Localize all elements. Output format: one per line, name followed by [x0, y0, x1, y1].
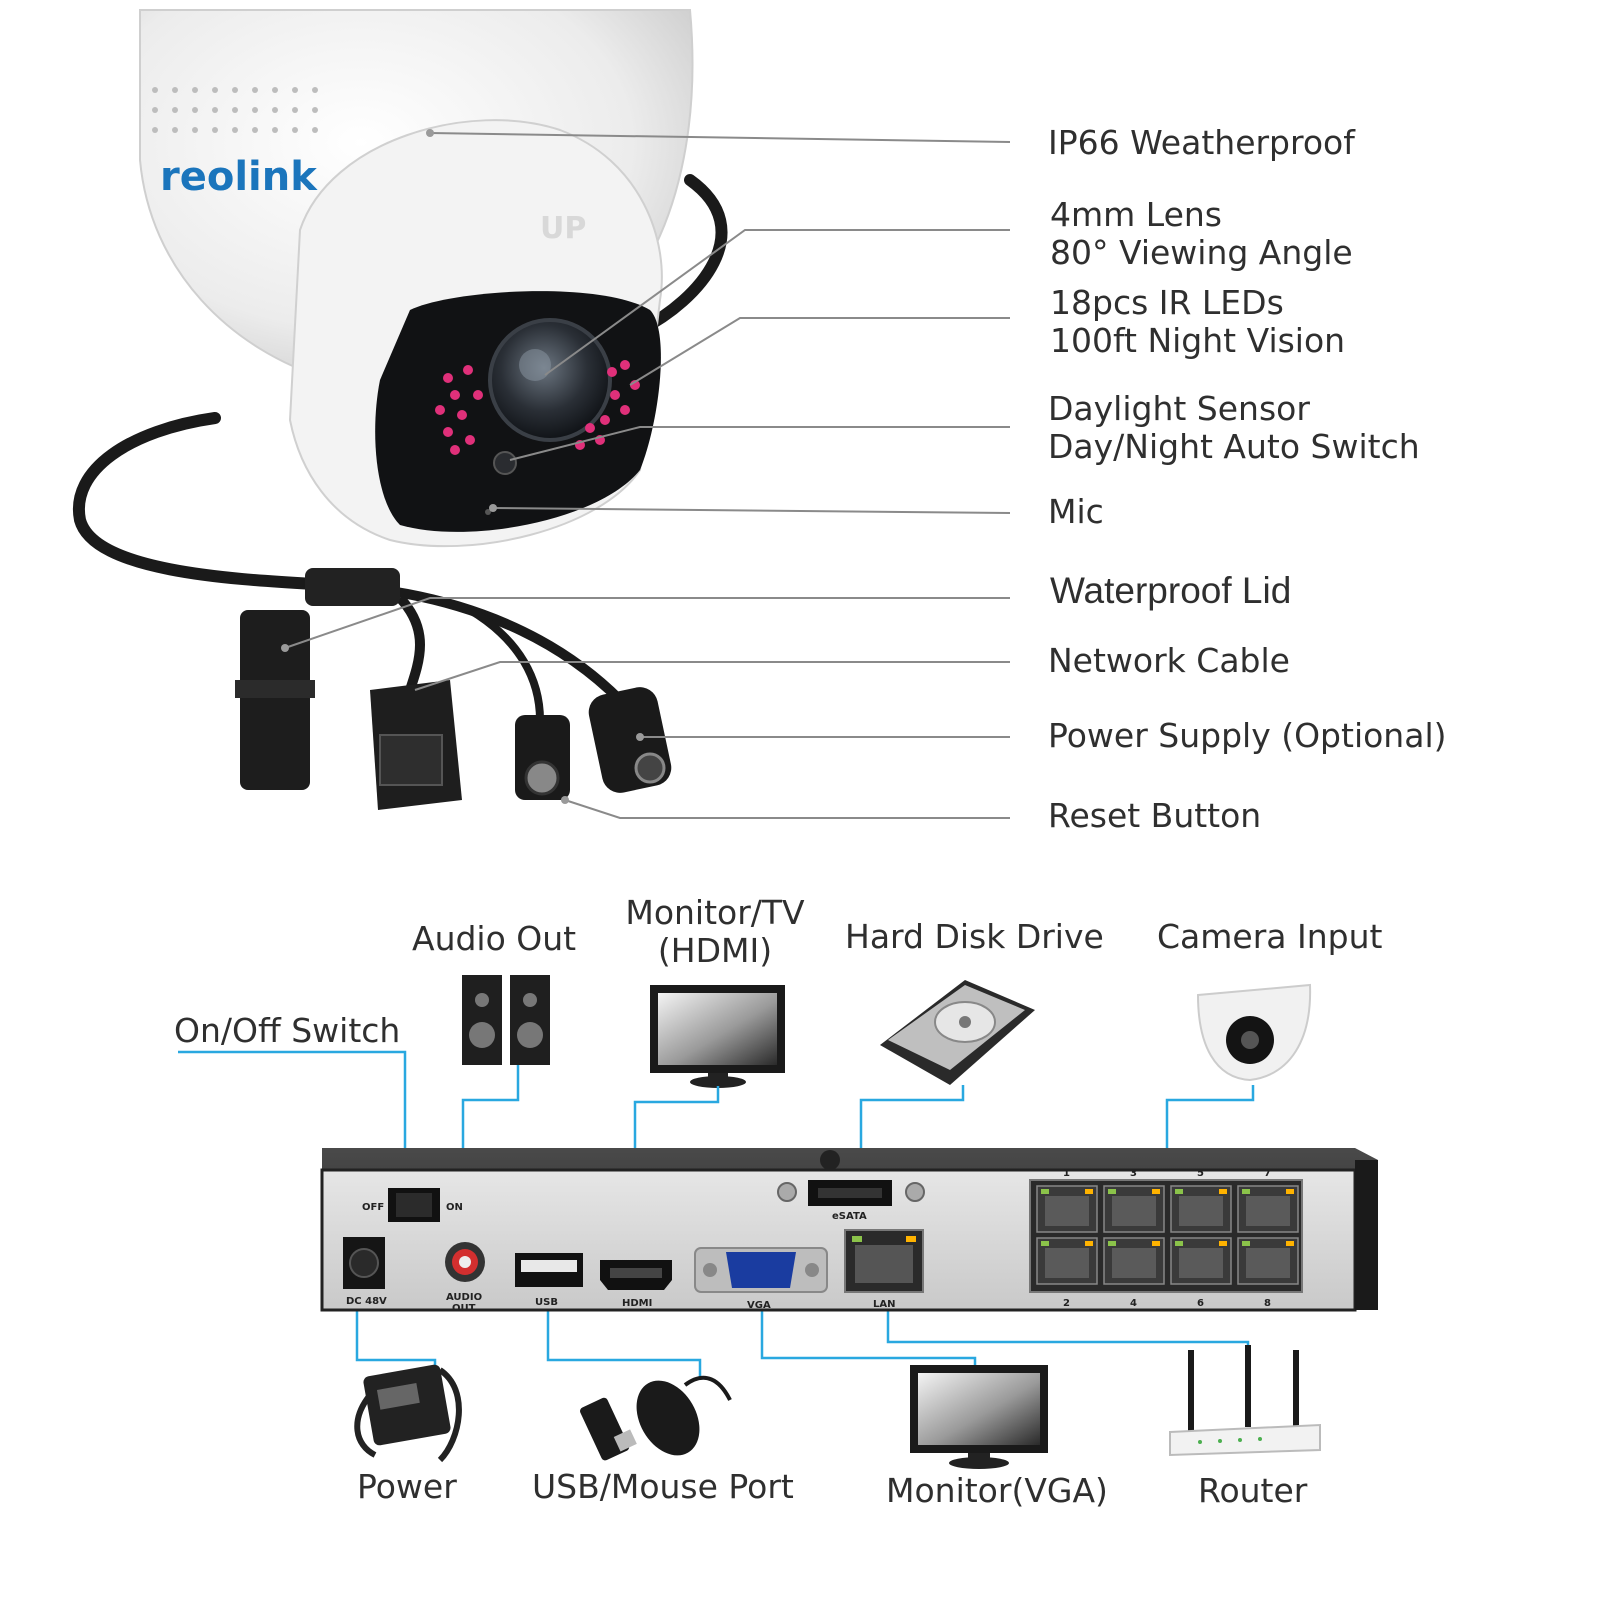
usb-mouse-icon — [580, 1375, 732, 1461]
camera-illustration: reolink UP — [72, 9, 1011, 819]
port-label-usb: USB — [535, 1297, 558, 1308]
poe-number-top: 5 — [1197, 1168, 1204, 1179]
callout-lines — [284, 132, 1011, 819]
port-label-audio: AUDIO — [446, 1292, 482, 1303]
power-switch: OFF ON — [362, 1188, 463, 1222]
camera-input-icon — [1196, 983, 1312, 1082]
brand-logo: reolink — [160, 154, 318, 200]
port-label-vga: VGA — [747, 1300, 771, 1311]
callout-power-supply: Power Supply (Optional) — [1048, 716, 1447, 755]
callout-reset-button: Reset Button — [1048, 796, 1262, 835]
label-router: Router — [1198, 1471, 1308, 1510]
power-adapter-icon — [354, 1364, 462, 1463]
callout-daylight-sensor: Daylight Sensor Day/Night Auto Switch — [1048, 389, 1420, 466]
cable-loop — [72, 174, 728, 591]
audio-out-jack: AUDIO OUT — [445, 1242, 485, 1314]
router-icon — [1169, 1345, 1321, 1457]
poe-number-bottom: 8 — [1264, 1298, 1271, 1309]
label-camera-input: Camera Input — [1157, 917, 1383, 956]
poe-number-top: 1 — [1063, 1168, 1070, 1179]
nvr-diagram: OFF ON DC 48V AUDIO OUT USB HDMI — [178, 975, 1378, 1469]
label-hard-disk-drive: Hard Disk Drive — [845, 917, 1104, 956]
esata-port: eSATA — [777, 1150, 925, 1222]
usb-port: USB — [515, 1253, 583, 1308]
poe-port — [1170, 1185, 1232, 1233]
port-label-hdmi: HDMI — [622, 1298, 652, 1309]
poe-number-top: 7 — [1264, 1168, 1271, 1179]
callout-ir-leds: 18pcs IR LEDs 100ft Night Vision — [1050, 283, 1346, 360]
label-monitor-hdmi: Monitor/TV (HDMI) — [625, 893, 805, 970]
hdmi-port: HDMI — [600, 1260, 672, 1309]
label-audio-out: Audio Out — [412, 919, 577, 958]
monitor-vga-icon — [910, 1365, 1048, 1469]
poe-port — [1237, 1237, 1299, 1285]
port-label-on: ON — [446, 1202, 463, 1213]
dc-connector — [588, 687, 672, 793]
callout-ip66: IP66 Weatherproof — [1048, 123, 1355, 162]
camera-lens — [488, 318, 612, 442]
poe-number-bottom: 2 — [1063, 1298, 1070, 1309]
poe-port-block: 1 2 3 4 5 6 7 8 — [1029, 1168, 1303, 1309]
label-monitor-vga: Monitor(VGA) — [886, 1471, 1108, 1510]
poe-port — [1103, 1185, 1165, 1233]
poe-port — [1036, 1185, 1098, 1233]
label-power: Power — [357, 1467, 457, 1506]
callout-mic: Mic — [1048, 492, 1104, 531]
label-usb-mouse-port: USB/Mouse Port — [532, 1467, 794, 1506]
callout-lens: 4mm Lens 80° Viewing Angle — [1050, 195, 1353, 272]
label-on-off-switch: On/Off Switch — [174, 1011, 401, 1050]
callout-waterproof-lid: Waterproof Lid — [1050, 570, 1292, 611]
monitor-hdmi-icon — [650, 985, 785, 1088]
hard-disk-icon — [880, 980, 1035, 1085]
ir-leds — [435, 360, 640, 455]
vga-port: VGA — [694, 1247, 828, 1311]
poe-number-bottom: 6 — [1197, 1298, 1204, 1309]
daylight-sensor — [493, 451, 517, 475]
poe-number-top: 3 — [1130, 1168, 1137, 1179]
cable-connectors — [235, 568, 672, 810]
waterproof-lid — [240, 610, 310, 790]
port-label-out: OUT — [452, 1303, 476, 1314]
vent-holes — [152, 87, 318, 133]
lan-port: LAN — [844, 1229, 924, 1310]
mic-hole — [485, 509, 491, 515]
speakers-icon — [462, 975, 550, 1065]
callout-network-cable: Network Cable — [1048, 641, 1290, 680]
dc-jack: DC 48V — [343, 1237, 387, 1307]
callout-dots — [281, 129, 644, 804]
port-label-esata: eSATA — [832, 1211, 867, 1222]
poe-port — [1170, 1237, 1232, 1285]
port-label-off: OFF — [362, 1202, 384, 1213]
poe-port — [1237, 1185, 1299, 1233]
port-label-dc: DC 48V — [346, 1296, 387, 1307]
poe-number-bottom: 4 — [1130, 1298, 1137, 1309]
poe-port — [1036, 1237, 1098, 1285]
port-label-lan: LAN — [873, 1299, 895, 1310]
up-mark: UP — [540, 211, 586, 246]
poe-port — [1103, 1237, 1165, 1285]
